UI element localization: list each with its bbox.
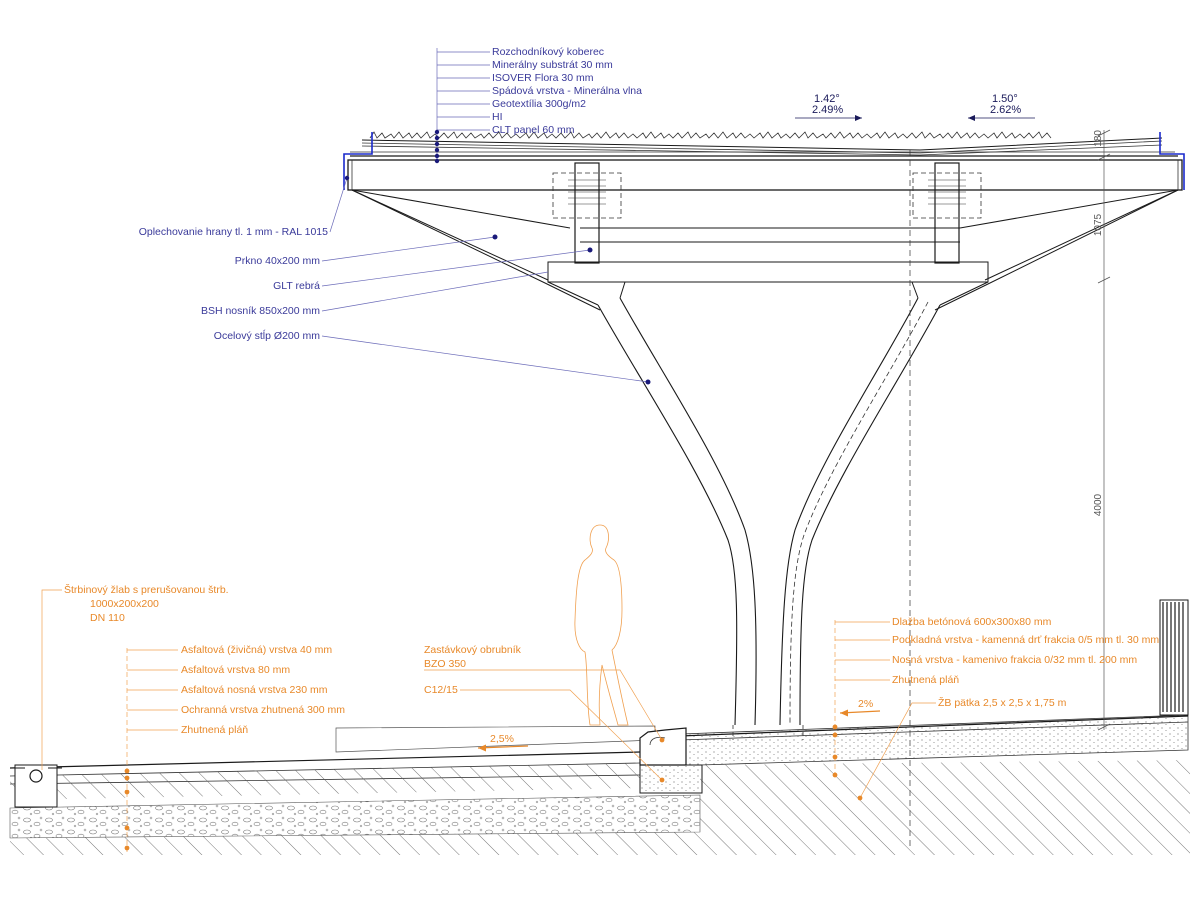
roof-layer-1: Rozchodníkový koberec (492, 46, 604, 58)
pavement-slope: 2% (839, 698, 881, 717)
roof-layer-callout: Rozchodníkový koberec Minerálny substrát… (434, 46, 642, 164)
dim-1075: 1075 (1093, 213, 1104, 236)
slope-right-angle: 1.50° (992, 93, 1018, 105)
pavement-layer-1: Dlažba betónová 600x300x80 mm (892, 616, 1052, 628)
slope-right-percent: 2.62% (990, 104, 1021, 116)
edge-flashing-right (1159, 132, 1185, 190)
pavement-layer-callout: Dlažba betónová 600x300x80 mm Podkladná … (832, 616, 1159, 778)
footing-callout: ŽB pätka 2,5 x 2,5 x 1,75 m (857, 696, 1067, 801)
plank-left (574, 162, 600, 264)
dimension-line: 180 1075 4000 (1093, 130, 1111, 731)
roof-layer-2: Minerálny substrát 30 mm (492, 59, 613, 71)
bsh-beam (547, 261, 989, 283)
roof-layer-4: Spádová vrstva - Minerálna vlna (492, 85, 642, 97)
drain-label-2: 1000x200x200 (90, 598, 159, 610)
plank-right (934, 162, 960, 264)
curb-callout: Zastávkový obrubník BZO 350 C12/15 (424, 644, 665, 783)
pavement-layer-3: Nosná vrstva - kamenivo frakcia 0/32 mm … (892, 654, 1137, 666)
roof-layer-3: ISOVER Flora 30 mm (492, 72, 594, 84)
roof-layer-6: HI (492, 111, 503, 123)
road-layer-4: Ochranná vrstva zhutnená 300 mm (181, 704, 345, 716)
clt-edge-beam (347, 159, 1183, 191)
curb-concrete-label: C12/15 (424, 684, 458, 696)
curb-stone (639, 727, 687, 766)
road-slope-label: 2,5% (490, 733, 514, 745)
road-layer-2: Asfaltová vrstva 80 mm (181, 664, 290, 676)
person-silhouette (574, 524, 629, 726)
wall-right (1159, 599, 1189, 716)
road-layer-5: Zhutnená pláň (181, 724, 248, 736)
pavement-layer-2: Podkladná vrstva - kamenná drť frakcia 0… (892, 634, 1159, 646)
slot-drain (10, 764, 62, 808)
label-bsh: BSH nosník 850x200 mm (201, 305, 320, 317)
label-column: Ocelový stĺp Ø200 mm (214, 329, 320, 342)
roof-group (343, 131, 1185, 191)
roof-layer-7: CLT panel 60 mm (492, 124, 575, 136)
dim-4000: 4000 (1093, 493, 1104, 516)
structure-callouts: Oplechovanie hrany tl. 1 mm - RAL 1015 P… (139, 175, 651, 385)
drain-label-3: DN 110 (90, 612, 125, 624)
label-flashing: Oplechovanie hrany tl. 1 mm - RAL 1015 (139, 226, 328, 238)
roof-layer-5: Geotextília 300g/m2 (492, 98, 586, 110)
edge-flashing-left (343, 132, 373, 190)
roof-slopes: 1.42° 2.49% 1.50° 2.62% (795, 93, 1035, 121)
curb-label-2: BZO 350 (424, 658, 466, 670)
curb-concrete (639, 764, 703, 794)
drain-callout: Štrbinový žlab s prerušovanou štrb. 1000… (41, 583, 229, 770)
ground-section (9, 599, 1190, 855)
rib-structure (351, 162, 1179, 311)
road-layer-1: Asfaltová (živičná) vrstva 40 mm (181, 644, 332, 656)
road-layer-callout: Asfaltová (živičná) vrstva 40 mm Asfalto… (124, 644, 345, 852)
curb-label-1: Zastávkový obrubník (424, 644, 522, 656)
slope-left-angle: 1.42° (814, 93, 840, 105)
pavement-slope-label: 2% (858, 698, 873, 710)
footing-label: ŽB pätka 2,5 x 2,5 x 1,75 m (938, 696, 1067, 709)
dim-180: 180 (1093, 130, 1104, 147)
sedum-vegetation (369, 131, 1052, 139)
slope-left-percent: 2.49% (812, 104, 843, 116)
road-slope: 2,5% (477, 733, 529, 752)
pavement-layer-4: Zhutnená pláň (892, 674, 959, 686)
road-layer-3: Asfaltová nosná vrstva 230 mm (181, 684, 328, 696)
label-glt: GLT rebrá (273, 280, 320, 292)
drain-label-1: Štrbinový žlab s prerušovanou štrb. (64, 583, 229, 596)
label-plank: Prkno 40x200 mm (235, 255, 320, 267)
